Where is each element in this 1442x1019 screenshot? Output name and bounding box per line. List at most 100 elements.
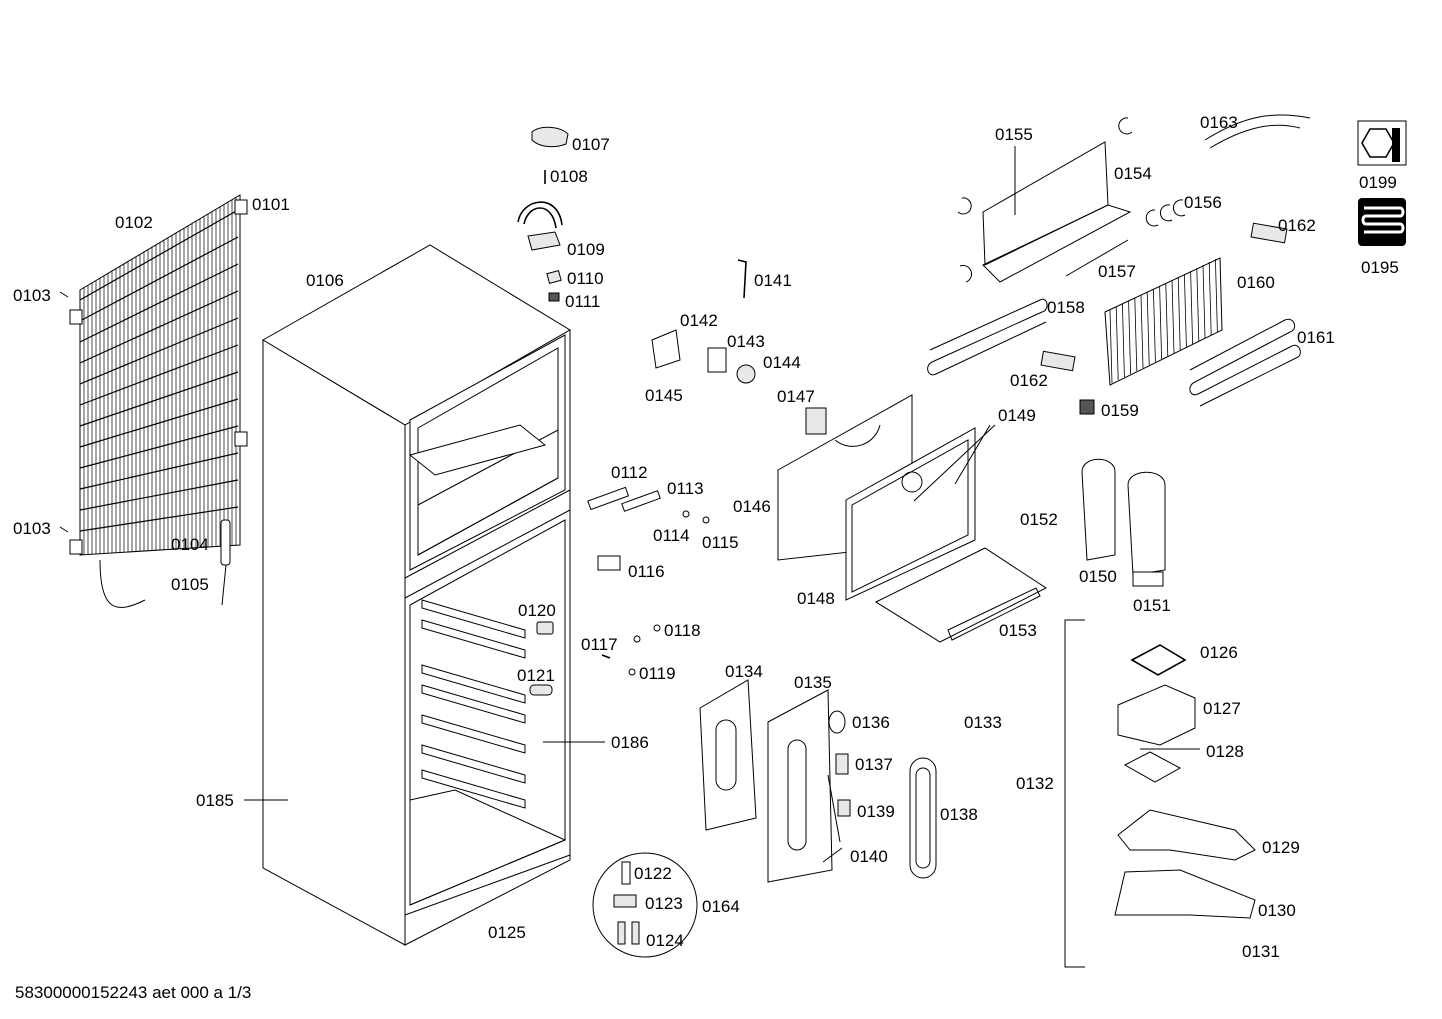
condenser-tube — [79, 398, 239, 448]
condenser-tube — [79, 425, 239, 469]
label-0195: 0195 — [1361, 258, 1399, 277]
label-0136: 0136 — [852, 713, 890, 732]
door-shelf — [421, 714, 526, 754]
evaporator-fin — [1190, 270, 1193, 345]
label-0147: 0147 — [777, 387, 815, 406]
label-0113: 0113 — [667, 479, 704, 498]
label-0115: 0115 — [702, 533, 739, 552]
label-0117: 0117 — [581, 635, 618, 654]
label-0138: 0138 — [940, 805, 978, 824]
label-0199: 0199 — [1359, 173, 1397, 192]
label-0158: 0158 — [1047, 298, 1085, 317]
label-0119: 0119 — [639, 664, 676, 683]
evaporator-fin — [1215, 258, 1218, 333]
label-0153: 0153 — [999, 621, 1037, 640]
light-cover — [699, 679, 757, 831]
evaporator-fin — [1184, 273, 1187, 348]
label-0112: 0112 — [611, 463, 648, 482]
door-shelf — [421, 744, 526, 784]
label-0107: 0107 — [572, 135, 610, 154]
label-0146: 0146 — [733, 497, 771, 516]
label-0141: 0141 — [754, 271, 792, 290]
label-0131: 0131 — [1242, 942, 1280, 961]
label-0155: 0155 — [995, 125, 1033, 144]
lamp-housing — [874, 547, 1047, 643]
label-0128: 0128 — [1206, 742, 1244, 761]
heater-coil-right — [1189, 318, 1301, 407]
label-0108: 0108 — [550, 167, 588, 186]
label-0110: 0110 — [567, 269, 604, 288]
freezer-shelf — [408, 424, 547, 476]
label-0185: 0185 — [196, 791, 234, 810]
label-0122: 0122 — [634, 864, 672, 883]
label-0154: 0154 — [1114, 164, 1152, 183]
hinge-cable — [517, 201, 563, 251]
condenser-tube — [79, 263, 239, 343]
door-shelf — [421, 619, 526, 659]
label-0143: 0143 — [727, 332, 765, 351]
door-shelf — [421, 684, 526, 724]
label-0133: 0133 — [964, 713, 1002, 732]
label-0129: 0129 — [1262, 838, 1300, 857]
door-shelf — [421, 769, 526, 809]
evaporator-fin — [1171, 279, 1175, 354]
label-0105: 0105 — [171, 575, 209, 594]
evaporator-fin — [1122, 303, 1125, 378]
label-0160: 0160 — [1237, 273, 1275, 292]
evaporator-fin — [1202, 264, 1206, 339]
label-0103-bottom: 0103 — [13, 519, 51, 538]
label-0127: 0127 — [1203, 699, 1241, 718]
label-0149: 0149 — [998, 406, 1036, 425]
label-0137: 0137 — [855, 755, 893, 774]
hinge-cover — [531, 126, 569, 148]
label-0118: 0118 — [664, 621, 701, 640]
label-0106: 0106 — [306, 271, 344, 290]
evaporator-fin — [1140, 294, 1144, 369]
label-0130: 0130 — [1258, 901, 1296, 920]
label-0123: 0123 — [645, 894, 683, 913]
label-0139: 0139 — [857, 802, 895, 821]
condenser-tube — [79, 290, 239, 364]
evaporator-fin — [1159, 285, 1162, 360]
label-0135: 0135 — [794, 673, 832, 692]
label-0150: 0150 — [1079, 567, 1117, 586]
label-0124: 0124 — [646, 931, 684, 950]
label-0103-top: 0103 — [13, 286, 51, 305]
evaporator-bracket — [982, 141, 1132, 283]
evaporator-fin — [1109, 309, 1113, 384]
condenser-tube — [79, 209, 239, 301]
label-0161: 0161 — [1297, 328, 1335, 347]
label-0116: 0116 — [628, 562, 665, 581]
wrench-nut-icon — [1357, 120, 1407, 166]
evaporator-fin — [1128, 300, 1131, 375]
label-0142: 0142 — [680, 311, 718, 330]
label-0140: 0140 — [850, 847, 888, 866]
label-0109: 0109 — [567, 240, 605, 259]
condenser-tube — [79, 506, 239, 532]
label-0152: 0152 — [1020, 510, 1058, 529]
label-0162-bottom: 0162 — [1010, 371, 1048, 390]
label-0159: 0159 — [1101, 401, 1139, 420]
evaporator-fin — [1115, 306, 1119, 381]
control-housing — [767, 689, 833, 883]
evaporator — [1104, 257, 1223, 386]
label-0145: 0145 — [645, 386, 683, 405]
evaporator-fin — [1208, 261, 1212, 336]
condenser-grid — [69, 194, 248, 608]
label-0186: 0186 — [611, 733, 649, 752]
label-0125: 0125 — [488, 923, 526, 942]
label-0121: 0121 — [517, 666, 555, 685]
heater-coil-left — [927, 298, 1048, 376]
door-shelf — [421, 664, 526, 704]
label-0102: 0102 — [115, 213, 153, 232]
evaporator-fin — [1153, 288, 1156, 363]
label-0164: 0164 — [702, 897, 740, 916]
label-0157: 0157 — [1098, 262, 1136, 281]
label-0114: 0114 — [653, 526, 690, 545]
evaporator-fin — [1146, 291, 1150, 366]
condenser-tube — [79, 344, 239, 406]
filter-drier — [220, 519, 231, 606]
label-0120: 0120 — [518, 601, 556, 620]
label-0156: 0156 — [1184, 193, 1222, 212]
